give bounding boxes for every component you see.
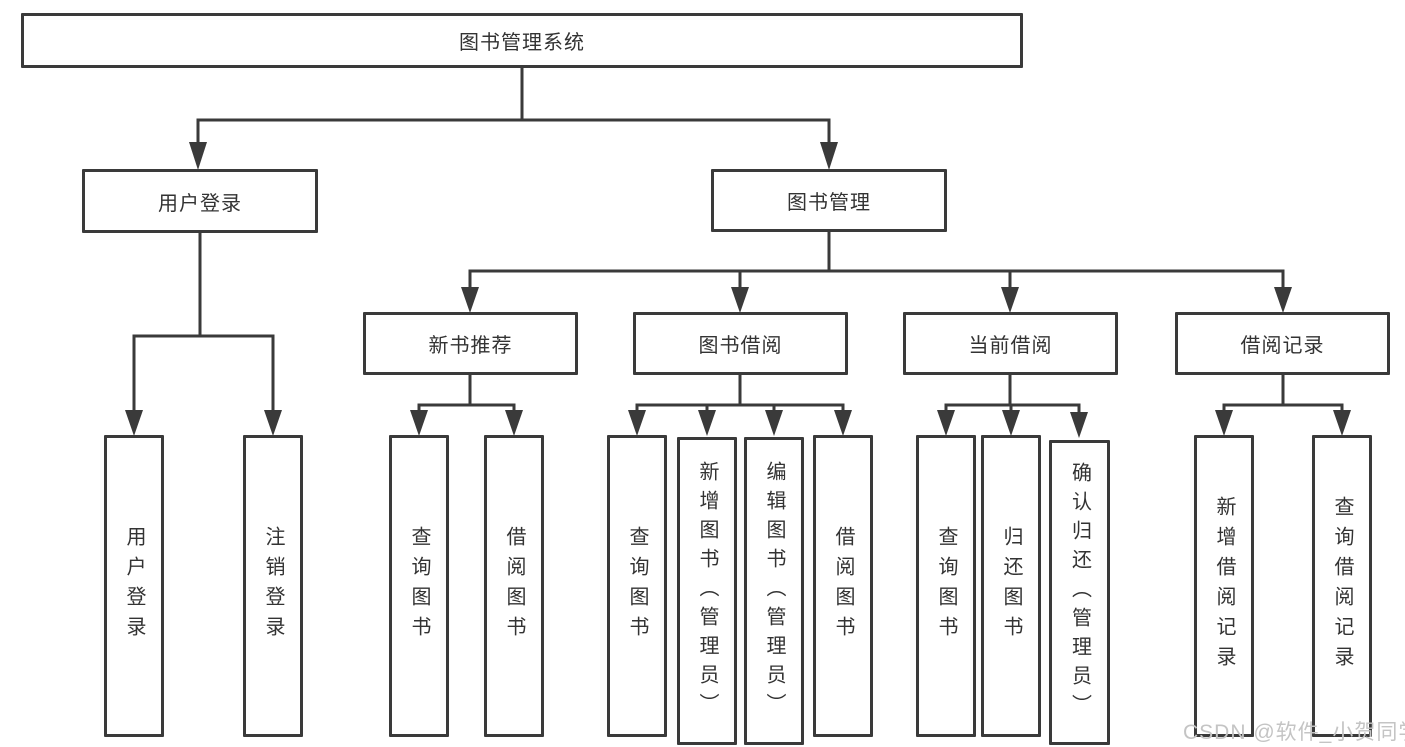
- leaf-bb-add-books-admin: 新增图书（管理员）: [677, 437, 737, 745]
- leaf-user-login: 用户登录: [104, 435, 164, 737]
- arrow-to-new-book-recommend: [461, 287, 479, 313]
- arrow-to-leaf-user-login: [125, 410, 143, 436]
- connector-nbr-branch: [417, 403, 516, 412]
- arrow-to-leaf-logout: [264, 410, 282, 436]
- arrow-nbr-leaf-2: [505, 410, 523, 436]
- arrow-to-book-borrow: [731, 287, 749, 313]
- arrow-bb-leaf-4: [834, 410, 852, 436]
- leaf-br-query-borrow-record: 查询借阅记录: [1312, 435, 1372, 737]
- arrowheads: [125, 142, 1351, 438]
- arrow-to-borrow-records: [1274, 287, 1292, 313]
- leaf-bb-edit-books-admin: 编辑图书（管理员）: [744, 437, 804, 745]
- arrow-br-leaf-2: [1333, 410, 1351, 436]
- leaf-cb-confirm-return-admin: 确认归还（管理员）: [1049, 440, 1110, 745]
- arrow-nbr-leaf-1: [410, 410, 428, 436]
- node-new-book-recommend: 新书推荐: [363, 312, 578, 375]
- leaf-br-add-borrow-record: 新增借阅记录: [1194, 435, 1254, 737]
- arrow-bb-leaf-1: [628, 410, 646, 436]
- node-root-system: 图书管理系统: [21, 13, 1023, 68]
- leaf-nbr-borrow-books: 借阅图书: [484, 435, 544, 737]
- arrow-cb-leaf-1: [937, 410, 955, 436]
- connector-br-branch: [1222, 403, 1344, 412]
- arrow-to-current-borrow: [1001, 287, 1019, 313]
- arrow-to-book-management: [820, 142, 838, 170]
- leaf-bb-query-books: 查询图书: [607, 435, 667, 737]
- connector-bb-branch: [635, 403, 845, 412]
- arrow-br-leaf-1: [1215, 410, 1233, 436]
- arrow-bb-leaf-3: [765, 410, 783, 436]
- connector-userlogin-branch: [132, 334, 275, 412]
- arrow-to-user-login: [189, 142, 207, 170]
- leaf-logout: 注销登录: [243, 435, 303, 737]
- leaf-nbr-query-books: 查询图书: [389, 435, 449, 737]
- leaf-cb-return-books: 归还图书: [981, 435, 1041, 737]
- arrow-bb-leaf-2: [698, 410, 716, 436]
- leaf-bb-borrow-books: 借阅图书: [813, 435, 873, 737]
- node-current-borrow: 当前借阅: [903, 312, 1118, 375]
- arrow-cb-leaf-2: [1002, 410, 1020, 436]
- node-user-login: 用户登录: [82, 169, 318, 233]
- node-book-management: 图书管理: [711, 169, 947, 232]
- leaf-cb-query-books: 查询图书: [916, 435, 976, 737]
- arrow-cb-leaf-3: [1070, 412, 1088, 438]
- node-borrow-records: 借阅记录: [1175, 312, 1390, 375]
- connector-root-branch: [196, 118, 831, 145]
- node-book-borrow: 图书借阅: [633, 312, 848, 375]
- connector-bookmgmt-branch: [468, 269, 1285, 289]
